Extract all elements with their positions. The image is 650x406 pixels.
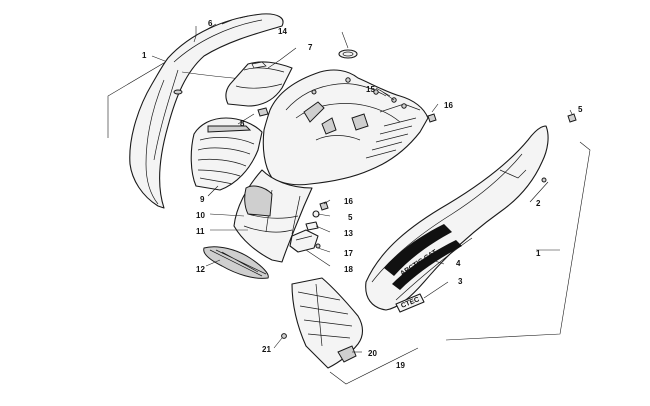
callout-20: 20	[368, 349, 377, 358]
lower-chin-fairing	[291, 277, 364, 369]
right-side-panel: ARCTIC CAT CTEC	[365, 125, 549, 313]
callout-12: 12	[196, 265, 205, 274]
fastener-5-right	[567, 113, 577, 123]
bracket-19	[329, 347, 419, 385]
upper-inner-panel	[225, 61, 293, 107]
callout-9: 9	[200, 195, 205, 204]
callout-4: 4	[456, 259, 461, 268]
callout-8: 8	[240, 119, 245, 128]
nose-cone-body	[233, 69, 429, 263]
callout-6: 6	[208, 19, 213, 28]
callout-5-right: 5	[578, 105, 583, 114]
left-side-panel	[129, 13, 284, 209]
vent-insert	[190, 117, 263, 191]
oval-cap	[338, 49, 358, 59]
callout-2: 2	[536, 199, 541, 208]
callout-11: 11	[196, 227, 205, 236]
callout-17: 17	[344, 249, 353, 258]
mesh-screen	[203, 246, 269, 279]
stripe-decal	[384, 224, 452, 276]
bracket-right	[445, 141, 591, 341]
callout-16-mid: 16	[344, 197, 353, 206]
callout-15: 15	[366, 85, 375, 94]
callout-labels: 1 6 7 14 15 16 5 8 9 10 11 12 13 16 5 17…	[142, 19, 583, 370]
callout-1-right: 1	[536, 249, 541, 258]
callout-10: 10	[196, 211, 205, 220]
callout-19: 19	[396, 361, 405, 370]
callout-16-top: 16	[444, 101, 453, 110]
callout-7: 7	[308, 43, 313, 52]
fastener-2	[541, 177, 547, 183]
callout-18: 18	[344, 265, 353, 274]
leader-lines	[193, 26, 573, 353]
callout-3: 3	[458, 277, 463, 286]
callout-14: 14	[278, 27, 287, 36]
fastener-16-top	[427, 113, 437, 123]
callout-1-left: 1	[142, 51, 147, 60]
callout-5-mid: 5	[348, 213, 353, 222]
clip-8	[257, 107, 269, 117]
stripe-decal-2	[392, 240, 462, 290]
fastener-21	[281, 333, 287, 339]
hardware-cluster	[289, 201, 329, 253]
callout-13: 13	[344, 229, 353, 238]
callout-21: 21	[262, 345, 271, 354]
